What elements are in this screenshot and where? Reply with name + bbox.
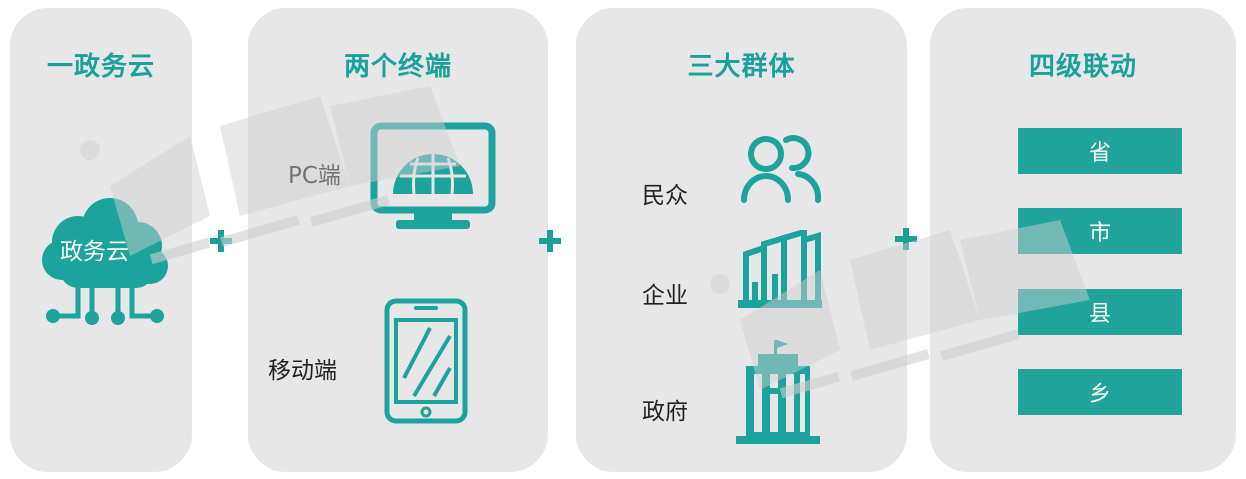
citizens-label: 民众 [642, 183, 688, 209]
monitor-globe-icon [370, 122, 496, 242]
panel-three-groups: 三大群体 民众 企业 政府 [576, 8, 907, 472]
level-township: 乡 [1018, 369, 1182, 415]
level-province: 省 [1018, 128, 1182, 174]
panel-two-terminals: 两个终端 PC端 移动端 [248, 8, 548, 472]
level-city: 市 [1018, 208, 1182, 254]
government-building-icon [736, 340, 820, 448]
plus-icon [537, 228, 563, 258]
panel-title: 两个终端 [343, 52, 452, 82]
panel-government-cloud: 一政务云 政务云 [10, 8, 192, 472]
enterprise-label: 企业 [642, 283, 688, 309]
mobile-label: 移动端 [268, 358, 337, 384]
cloud-network-icon [38, 196, 172, 340]
factory-icon [738, 227, 822, 314]
tablet-icon [384, 298, 468, 428]
plus-icon [208, 228, 234, 258]
level-county: 县 [1018, 289, 1182, 335]
plus-icon [893, 226, 919, 256]
people-icon [740, 134, 824, 208]
cloud-label: 政务云 [60, 239, 129, 265]
panel-title: 三大群体 [687, 52, 796, 82]
panel-four-levels: 四级联动 省 市 县 乡 [930, 8, 1236, 472]
panel-title: 四级联动 [1028, 52, 1137, 82]
pc-label: PC端 [288, 163, 341, 189]
panel-title: 一政务云 [46, 52, 155, 82]
government-label: 政府 [642, 399, 688, 425]
